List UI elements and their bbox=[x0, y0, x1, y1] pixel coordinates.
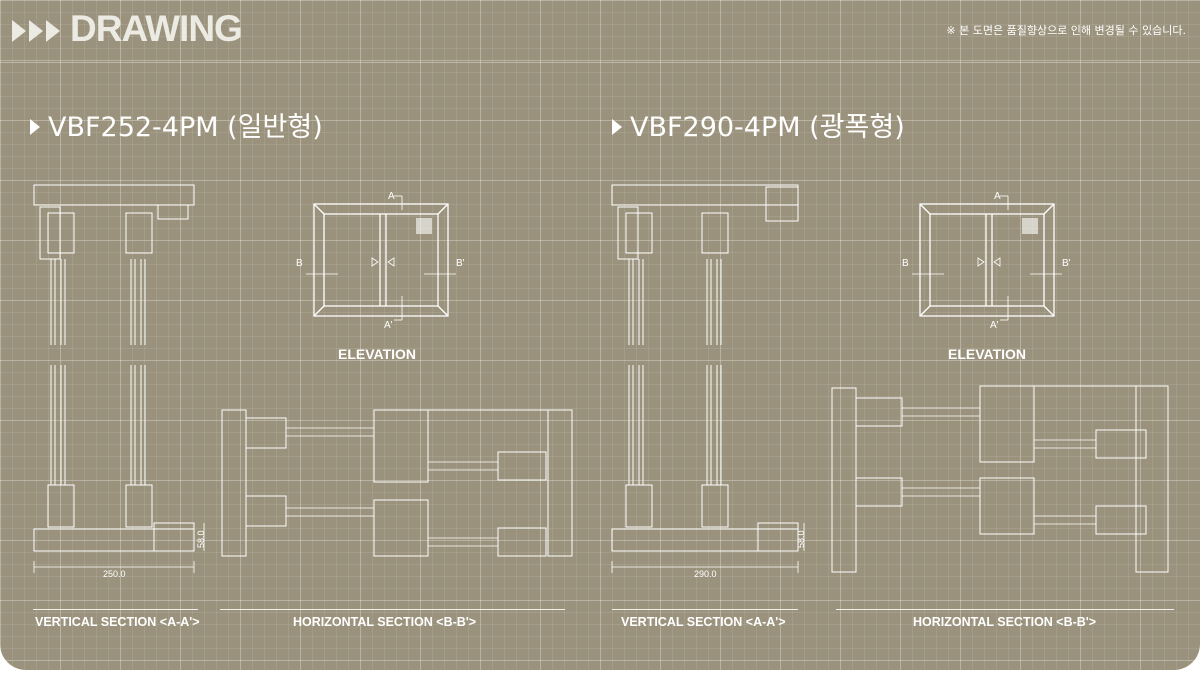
elevation-label-2: ELEVATION bbox=[948, 346, 1027, 362]
elevation-drawing-2: A A' B B' bbox=[902, 191, 1071, 331]
height-dimension-1: 58.0 bbox=[196, 530, 206, 548]
section-mark-b: B bbox=[296, 258, 303, 269]
divider-vertical-section-1 bbox=[33, 609, 198, 610]
horizontal-section-label-1: HORIZONTAL SECTION <B-B'> bbox=[293, 615, 477, 629]
vertical-section-label-1: VERTICAL SECTION <A-A'> bbox=[35, 615, 200, 629]
height-dimension-2: 58.0 bbox=[796, 530, 806, 548]
elevation-label-1: ELEVATION bbox=[338, 346, 417, 362]
section-mark-a-prime: A' bbox=[990, 320, 999, 331]
model-title-vbf252: VBF252-4PM (일반형) bbox=[30, 105, 323, 144]
divider-horizontal-section-1 bbox=[220, 609, 565, 610]
divider-horizontal-section-2 bbox=[836, 609, 1174, 610]
width-dimension-1: 250.0 bbox=[103, 569, 126, 579]
horizontal-section-drawing-1 bbox=[221, 409, 573, 557]
section-mark-b: B bbox=[902, 258, 909, 269]
disclaimer-note: ※ 본 도면은 품질향상으로 인해 변경될 수 있습니다. bbox=[946, 24, 1186, 37]
elevation-drawing-1: A A' B B' bbox=[296, 191, 465, 331]
triangle-bullet-icon bbox=[612, 118, 622, 135]
section-mark-b-prime: B' bbox=[1062, 258, 1071, 269]
section-mark-a: A bbox=[994, 191, 1001, 202]
width-dimension-2: 290.0 bbox=[694, 569, 717, 579]
section-mark-a-prime: A' bbox=[384, 320, 393, 331]
header-band bbox=[0, 0, 1200, 63]
horizontal-section-drawing-2 bbox=[831, 385, 1169, 573]
section-mark-a: A bbox=[388, 191, 395, 202]
triple-arrow-icon bbox=[12, 20, 60, 42]
vertical-section-drawing-1 bbox=[33, 184, 205, 573]
page-title: DRAWING bbox=[70, 8, 243, 49]
triangle-bullet-icon bbox=[30, 118, 40, 135]
model-title-vbf290: VBF290-4PM (광폭형) bbox=[612, 105, 905, 144]
vertical-section-drawing-2 bbox=[611, 184, 805, 573]
horizontal-section-label-2: HORIZONTAL SECTION <B-B'> bbox=[913, 615, 1097, 629]
section-mark-b-prime: B' bbox=[456, 258, 465, 269]
divider-vertical-section-2 bbox=[612, 609, 798, 610]
vertical-section-label-2: VERTICAL SECTION <A-A'> bbox=[621, 615, 786, 629]
